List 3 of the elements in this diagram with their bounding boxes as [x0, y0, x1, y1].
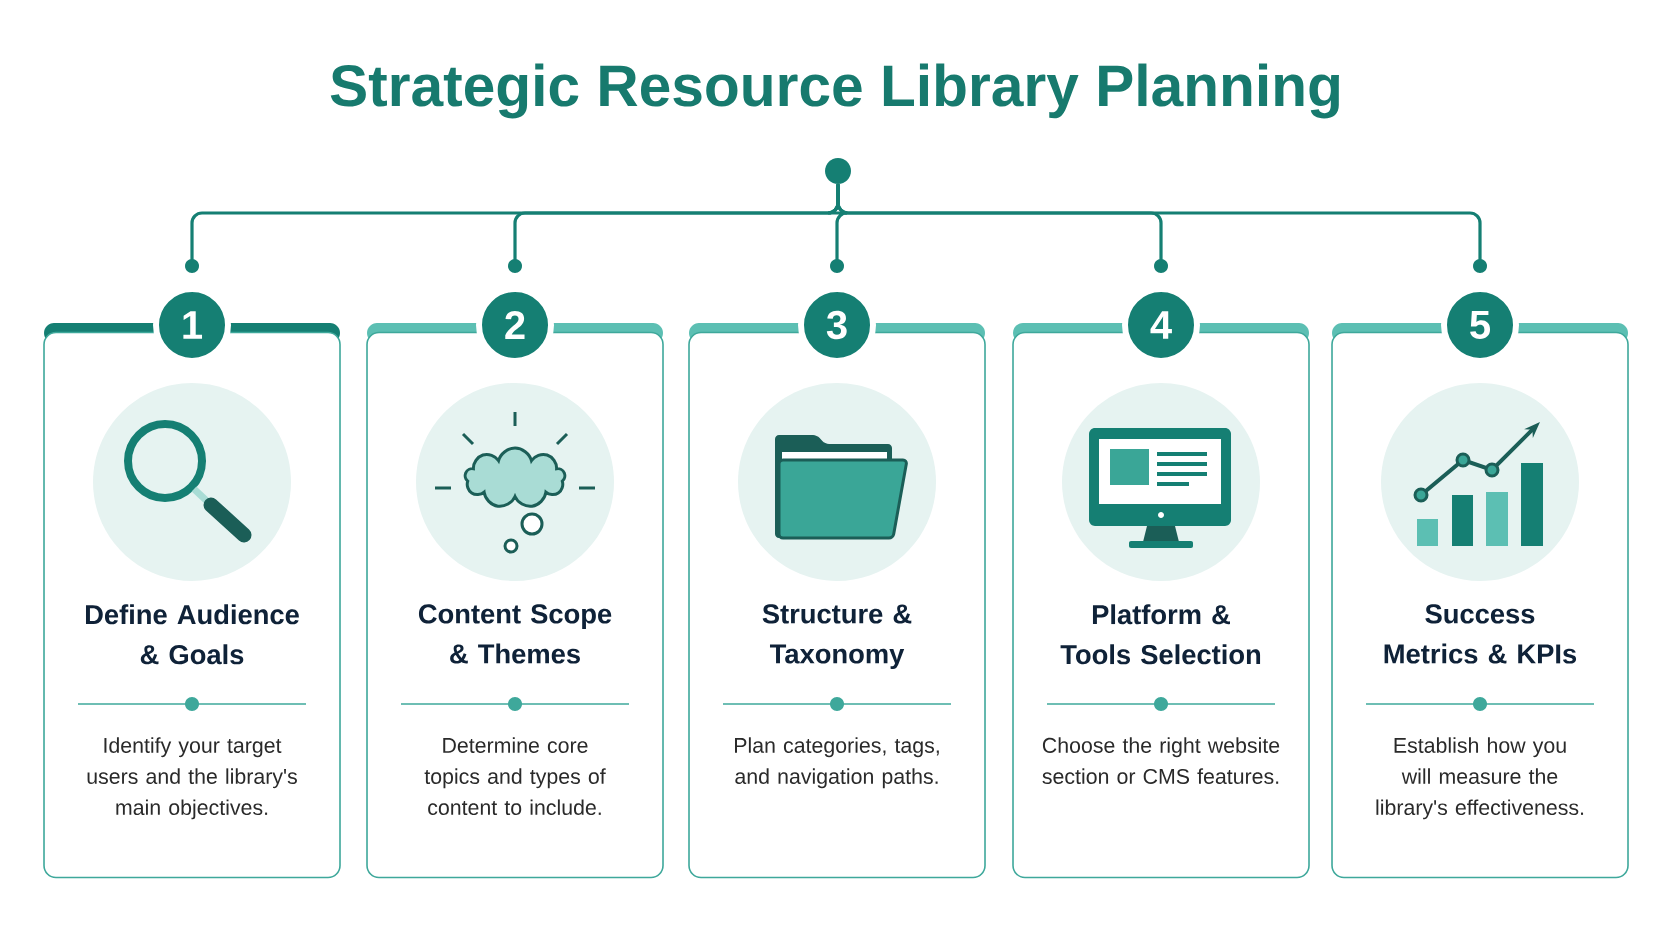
connector	[836, 184, 1487, 273]
root-dot	[825, 158, 851, 184]
title: Strategic Resource Library Planning	[330, 63, 1339, 119]
